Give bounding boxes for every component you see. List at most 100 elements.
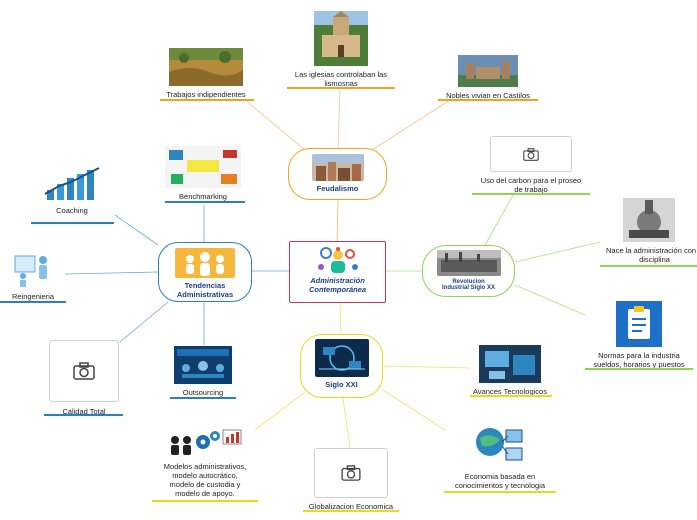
hub-revolucion[interactable]: Revolucion Industrial Siglo XX (422, 245, 515, 297)
leaf-outsourcing[interactable]: Outsourcing (170, 346, 236, 397)
link-siglo-modelos (254, 391, 306, 431)
leaf-economia-underline (444, 491, 556, 493)
benchmarking-photo (165, 146, 241, 188)
link-rev-normas (514, 284, 586, 316)
leaf-nace-line2: disciplina (639, 255, 670, 264)
growth-chart-icon (44, 167, 100, 200)
leaf-trabajos[interactable]: Trabajos indipendientes (158, 48, 254, 99)
carbon-photo-placeholder (490, 136, 572, 172)
calidad-photo-placeholder (49, 340, 119, 402)
leaf-modelos-line4: modelo de apoyo. (175, 489, 235, 498)
link-rev-nace (514, 241, 601, 263)
leaf-nobles[interactable]: Nobles vivian en Castilos (438, 55, 538, 100)
leaf-normas-underline (585, 368, 693, 370)
leaf-trabajos-label: Trabajos indipendientes (166, 90, 246, 99)
camera-icon (341, 465, 361, 481)
leaf-iglesias-line1: Las iglesias controlaban las (294, 70, 388, 79)
farm-field-photo (169, 48, 243, 86)
center-node[interactable]: Administración Contemporánea (289, 241, 386, 303)
office-people-icon (14, 255, 47, 287)
hub-tendencias-line1: Tendencias (184, 281, 226, 290)
link-center-feudalismo (336, 199, 339, 242)
camera-icon (523, 147, 539, 161)
leaf-nobles-underline (438, 99, 538, 101)
leaf-outsourcing-underline (170, 397, 236, 399)
factory-photo (436, 250, 501, 276)
leaf-globalizacion-label: Globalizacion Economica (308, 502, 394, 511)
leaf-modelos-underline (152, 500, 258, 502)
hub-tendencias[interactable]: Tendencias Administrativas (158, 242, 252, 302)
leaf-modelos[interactable]: Modelos administrativos, modelo autocrát… (152, 428, 258, 498)
leaf-reingenieria[interactable]: Reingenieria (0, 250, 66, 301)
digital-tech-photo (314, 339, 369, 377)
leaf-normas-line1: Normas para la industria (598, 351, 680, 360)
leaf-coaching-label: Coaching (56, 206, 88, 215)
leaf-carbon[interactable]: Uso del carbon para el proseo de trabajo (470, 136, 592, 194)
leaf-normas-line2: sueldos, horarios y puestos (593, 360, 685, 369)
leaf-globalizacion-underline (303, 510, 399, 512)
center-title-line1: Administración (310, 276, 365, 285)
steam-engine-photo (622, 198, 675, 242)
leaf-avances[interactable]: Avances Tecnologicos (468, 345, 552, 396)
castle-town-photo (311, 154, 364, 181)
clipboard-icon (616, 301, 662, 347)
leaf-benchmarking-underline (165, 201, 245, 203)
leaf-modelos-line1: Modelos administrativos, (163, 462, 247, 471)
hub-feudalismo[interactable]: Feudalismo (288, 148, 387, 200)
leaf-trabajos-underline (160, 99, 254, 101)
leaf-nace-line1: Nace la administración con (606, 246, 697, 255)
link-center-siglo (339, 302, 342, 335)
link-siglo-globalizacion (342, 397, 351, 449)
link-siglo-avances (382, 365, 471, 369)
leaf-reingenieria-label: Reingenieria (11, 292, 55, 301)
leaf-benchmarking[interactable]: Benchmarking (160, 146, 246, 201)
leaf-modelos-line3: modelo de custodia y (169, 480, 241, 489)
link-feud-nobles (371, 99, 451, 151)
hub-siglo-label: Siglo XXI (325, 380, 358, 389)
leaf-avances-label: Avances Tecnologicos (473, 387, 547, 396)
leaf-iglesias-line2: lismosnas (324, 79, 358, 88)
leaf-avances-underline (470, 395, 552, 397)
leaf-calidad-underline (44, 414, 123, 416)
globalizacion-photo-placeholder (314, 448, 388, 498)
camera-icon (73, 362, 95, 380)
people-gears-chart-icon (171, 429, 242, 455)
leaf-economia[interactable]: Economia basada en conocimientos y tecno… (444, 424, 556, 490)
leaf-calidad[interactable]: Calidad Total (46, 340, 122, 416)
leaf-nace[interactable]: Nace la administración con disciplina (600, 198, 697, 264)
hub-feudalismo-label: Feudalismo (316, 184, 359, 193)
link-feud-iglesias (337, 89, 341, 149)
castle-photo (458, 55, 518, 87)
hub-siglo[interactable]: Siglo XXI (300, 334, 383, 398)
link-tend-coaching (114, 214, 159, 246)
leaf-carbon-underline (472, 193, 590, 195)
leaf-iglesias-underline (287, 87, 395, 89)
team-people-icon (175, 248, 235, 278)
hub-tendencias-line2: Administrativas (176, 290, 234, 299)
leaf-modelos-line2: modelo autocrático, (172, 471, 238, 480)
link-siglo-economia (382, 389, 446, 431)
hub-revolucion-line2: Industrial Siglo XX (441, 285, 495, 291)
leaf-nace-underline (600, 265, 697, 267)
leaf-normas[interactable]: Normas para la industria sueldos, horari… (585, 301, 693, 369)
leaf-iglesias[interactable]: Las iglesias controlaban las lismosnas (286, 11, 396, 88)
globe-network-icon (476, 428, 523, 461)
leaf-carbon-line1: Uso del carbon para el proseo (480, 176, 582, 185)
leaf-globalizacion[interactable]: Globalizacion Economica (303, 448, 399, 511)
church-photo (314, 11, 368, 66)
leaf-economia-line1: Economia basada en (464, 472, 536, 481)
center-title-line2: Contemporánea (308, 285, 367, 294)
leaf-coaching-underline (31, 222, 114, 224)
link-rev-carbon (484, 191, 516, 246)
people-gears-icon (317, 247, 358, 273)
outsourcing-photo (174, 346, 232, 384)
leaf-coaching[interactable]: Coaching (30, 166, 114, 215)
leaf-carbon-line2: de trabajo (514, 185, 548, 194)
link-feud-trabajos (244, 99, 306, 151)
leaf-nobles-label: Nobles vivian en Castilos (446, 91, 530, 100)
link-tend-reingenieria (64, 271, 159, 275)
leaf-benchmarking-label: Benchmarking (179, 192, 227, 201)
tech-devices-photo (479, 345, 541, 383)
leaf-economia-line2: conocimientos y tecnologia (454, 481, 546, 490)
